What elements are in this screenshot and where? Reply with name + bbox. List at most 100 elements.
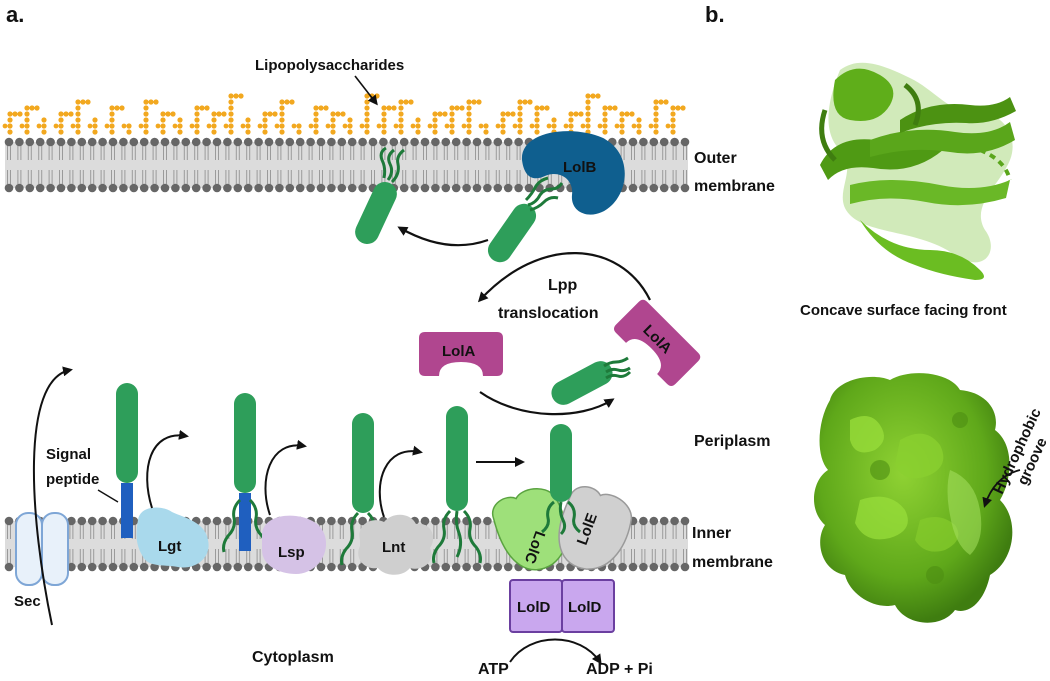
lipid-head: [181, 170, 191, 193]
lipid-head: [462, 549, 471, 572]
lnt-label: Lnt: [382, 539, 405, 556]
lolb-protein: [521, 131, 625, 215]
lipid-head: [358, 137, 367, 160]
lipid-head: [171, 137, 180, 160]
lipid-head: [680, 137, 690, 160]
lipid-head: [649, 516, 659, 539]
lipid-head: [649, 170, 659, 193]
sec-label: Sec: [14, 593, 41, 610]
lipid-head: [285, 137, 295, 160]
lipid-head: [129, 549, 139, 572]
lipid-head: [327, 137, 336, 160]
lipoprotein-4: [432, 406, 482, 564]
lps-chain: [512, 99, 533, 135]
lipid-head: [98, 137, 107, 160]
lola-free-label: LolA: [442, 343, 475, 360]
lipid-head: [295, 137, 305, 160]
lipid-head: [77, 516, 87, 539]
lipid-head: [46, 137, 55, 160]
lipid-head: [4, 137, 14, 160]
lpp-bound-lolcde: [541, 424, 581, 536]
atp-hydrolysis-arrow: [509, 638, 602, 665]
lipid-head: [119, 170, 128, 193]
lipid-head: [160, 137, 170, 160]
lipid-head: [4, 170, 14, 193]
lipid-head: [451, 170, 461, 193]
signal-peptide-label-1: Signal: [46, 446, 91, 463]
lps-chain: [223, 93, 244, 135]
lipid-head: [628, 549, 638, 572]
lipid-head: [25, 137, 35, 160]
lps-chain: [291, 123, 302, 135]
lps-chain: [36, 117, 47, 135]
lps-chain: [325, 111, 346, 135]
lgt-protein: [136, 507, 209, 568]
inner-membrane-label-2: membrane: [692, 554, 773, 571]
lps-chain: [563, 111, 584, 135]
lipid-head: [181, 137, 191, 160]
lipid-head: [337, 170, 347, 193]
lps-chain: [206, 111, 227, 135]
outer-membrane-label-2: membrane: [694, 178, 775, 195]
insertion-arrow: [397, 226, 489, 247]
lipid-head: [337, 516, 347, 539]
lipid-head: [275, 170, 284, 193]
lipid-head: [431, 170, 440, 193]
lipid-head: [368, 137, 378, 160]
lipid-head: [306, 170, 315, 193]
adp-pi-label: ADP + Pi: [586, 661, 653, 678]
lps-chain: [155, 111, 176, 135]
lipid-head: [275, 137, 284, 160]
lps-chain: [614, 111, 635, 135]
lipid-head: [171, 170, 180, 193]
lipid-head: [87, 137, 97, 160]
lps-chain: [138, 99, 159, 135]
lipid-head: [233, 170, 243, 193]
lipid-head: [358, 170, 367, 193]
lipid-head: [347, 170, 357, 193]
lps-chain: [478, 123, 489, 135]
lipid-head: [483, 137, 492, 160]
lps-chain: [2, 111, 23, 135]
lipid-head: [472, 137, 482, 160]
lipid-head: [77, 137, 87, 160]
lipid-head: [441, 137, 451, 160]
lipid-head: [327, 549, 336, 572]
lpp-translocation-label-2: translocation: [498, 305, 598, 322]
lipid-head: [316, 170, 326, 193]
lipid-head: [202, 170, 211, 193]
lipid-head: [108, 516, 118, 539]
lipid-head: [306, 137, 315, 160]
lipid-head: [233, 137, 243, 160]
lipid-head: [191, 137, 201, 160]
lold-right-protein: [561, 579, 615, 633]
lipid-head: [462, 137, 471, 160]
lipid-head: [462, 170, 471, 193]
lola-loading-arrow: [479, 391, 615, 416]
lnt-step-arrow: [378, 445, 423, 518]
lsp-label: Lsp: [278, 544, 305, 561]
lipopolysaccharides-label: Lipopolysaccharides: [255, 57, 404, 74]
lsp-step-arrow: [264, 439, 307, 516]
panel-b-tag: b.: [705, 2, 725, 27]
lipid-head: [649, 549, 659, 572]
lipid-head: [503, 170, 513, 193]
lnt-protein: [358, 514, 434, 575]
lipid-head: [441, 549, 451, 572]
lipid-head: [35, 137, 45, 160]
lgt-step-arrow: [146, 429, 189, 509]
lipid-head: [108, 170, 118, 193]
lipid-head: [243, 137, 253, 160]
lipid-head: [431, 516, 440, 539]
lipid-head: [503, 137, 513, 160]
lps-chain: [189, 105, 210, 135]
lipid-head: [639, 137, 648, 160]
lps-chain: [274, 99, 295, 135]
lipid-head: [98, 516, 107, 539]
outer-membrane-label-1: Outer: [694, 150, 737, 167]
lipid-head: [670, 137, 679, 160]
lipid-head: [223, 549, 232, 572]
lipid-head: [327, 516, 336, 539]
lipid-head: [670, 170, 679, 193]
lipid-head: [264, 137, 274, 160]
